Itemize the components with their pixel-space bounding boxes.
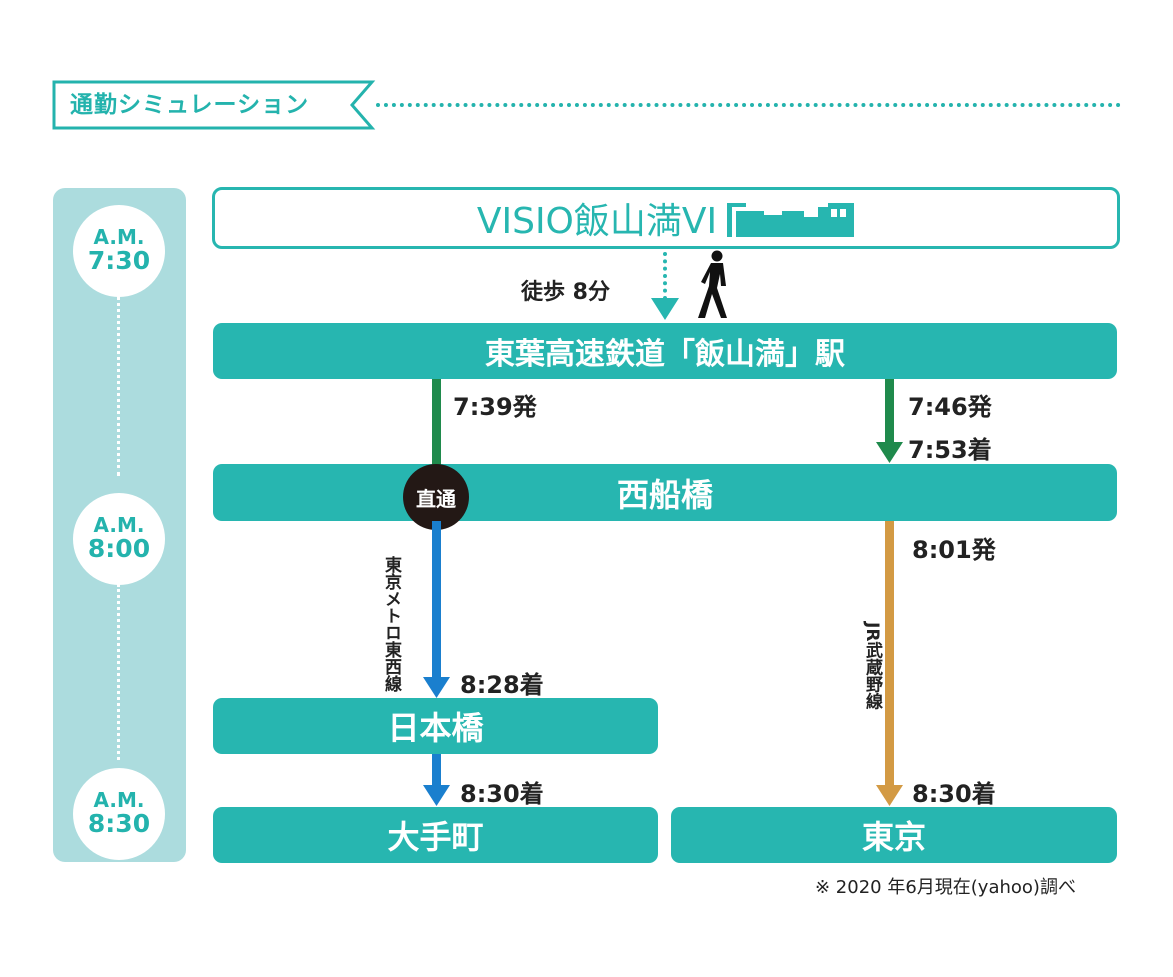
- through-service-badge: 直通: [403, 464, 469, 530]
- walk-dotted-line: [663, 252, 667, 300]
- walking-person-icon: [698, 250, 727, 318]
- timeline-marker-800: A.M. 8:00: [73, 493, 165, 585]
- musashino-line-name: JR武蔵野線: [862, 622, 882, 710]
- tozai-line-name: 東京メトロ東西線: [381, 556, 401, 692]
- footnote: ※ 2020 年6月現在(yahoo)調べ: [815, 877, 1076, 898]
- tozai-arrow-icon: [423, 677, 450, 698]
- toyo-arrow-icon: [876, 442, 903, 463]
- station-name: 東葉高速鉄道「飯山満」駅: [485, 337, 845, 372]
- arrive-tokyo-label: 8:30着: [912, 780, 996, 808]
- timeline-dotted-connector: [117, 584, 120, 760]
- station-name: 日本橋: [387, 709, 484, 747]
- depart-time-label: 7:39発: [453, 393, 537, 421]
- tozai-line-track: [432, 521, 441, 679]
- station-name: 西船橋: [616, 475, 713, 514]
- station-name: 大手町: [387, 818, 484, 856]
- timeline-dotted-connector: [117, 296, 120, 476]
- timeline-ampm: A.M.: [93, 513, 145, 538]
- musashino-line-track: [885, 521, 894, 787]
- origin-name: VISIO飯山満VI: [476, 201, 718, 242]
- toyo-line-track-right: [885, 379, 894, 444]
- musashino-arrow-icon: [876, 785, 903, 806]
- timeline-marker-830: A.M. 8:30: [73, 768, 165, 860]
- arrive-nihonbashi-label: 8:28着: [460, 671, 544, 699]
- tozai-arrow-icon: [423, 785, 450, 806]
- toyo-line-track-left: [432, 379, 441, 467]
- depart-time-label-right: 7:46発: [908, 393, 992, 421]
- station-bar-iiyama: 東葉高速鉄道「飯山満」駅: [213, 323, 1117, 379]
- section-title: 通勤シミュレーション: [70, 92, 310, 118]
- walk-arrow-icon: [651, 298, 679, 320]
- station-bar-nishifunabashi: 西船橋: [213, 464, 1117, 521]
- walk-time-label: 徒歩 8分: [521, 280, 610, 305]
- timeline-time: 7:30: [87, 246, 151, 276]
- depart-nishifunabashi-label: 8:01発: [912, 536, 996, 564]
- timeline-marker-730: A.M. 7:30: [73, 205, 165, 297]
- header-dotted-line: [376, 103, 1121, 107]
- header-tag-frame: [52, 80, 376, 130]
- tozai-line-track-otemachi: [432, 754, 441, 787]
- station-bar-otemachi: 大手町: [213, 807, 658, 863]
- building-icon: [727, 203, 855, 237]
- timeline-time: 8:00: [87, 534, 151, 564]
- origin-box: VISIO飯山満VI: [212, 187, 1120, 249]
- timeline-time: 8:30: [87, 809, 151, 839]
- timeline-ampm: A.M.: [93, 788, 145, 813]
- through-service-label: 直通: [416, 486, 456, 511]
- station-bar-nihonbashi: 日本橋: [213, 698, 658, 754]
- station-bar-tokyo: 東京: [671, 807, 1117, 863]
- arrive-otemachi-label: 8:30着: [460, 780, 544, 808]
- timeline-ampm: A.M.: [93, 225, 145, 250]
- arrive-nishifunabashi-label: 7:53着: [908, 436, 992, 464]
- station-name: 東京: [861, 818, 926, 856]
